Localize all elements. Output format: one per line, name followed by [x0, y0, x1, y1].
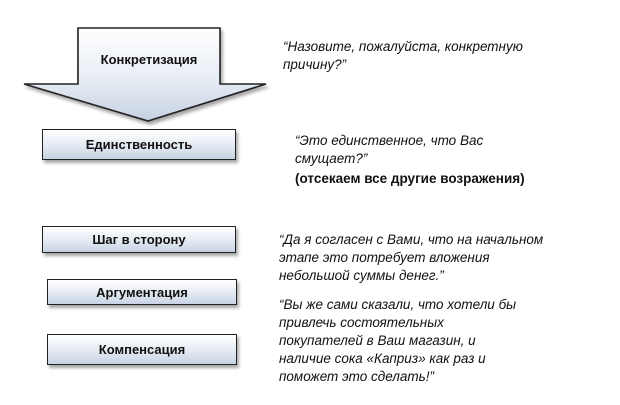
- step-uniqueness: Единственность: [42, 129, 236, 160]
- quote-uniqueness: “Это единственное, что Вас смущает?”: [295, 133, 484, 166]
- quote-side-step: “Да я согласен с Вами, что на начальном …: [279, 232, 544, 283]
- quote-argumentation: “Вы же сами сказали, что хотели бы привл…: [279, 297, 517, 384]
- quote-concretization: “Назовите, пожалуйста, конкретную причин…: [283, 39, 523, 72]
- step-compensation-label: Компенсация: [98, 342, 186, 357]
- step-side-step: Шаг в сторону: [42, 226, 236, 253]
- step-uniqueness-label: Единственность: [85, 137, 193, 152]
- note-cut-off-objections: (отсекаем все другие возражения): [295, 171, 525, 186]
- step-argumentation-label: Аргументация: [96, 284, 188, 300]
- step-side-step-label: Шаг в сторону: [92, 232, 186, 247]
- step-compensation: Компенсация: [47, 334, 237, 365]
- step-argumentation: Аргументация: [47, 279, 237, 305]
- step-concretization: Конкретизация: [100, 52, 198, 67]
